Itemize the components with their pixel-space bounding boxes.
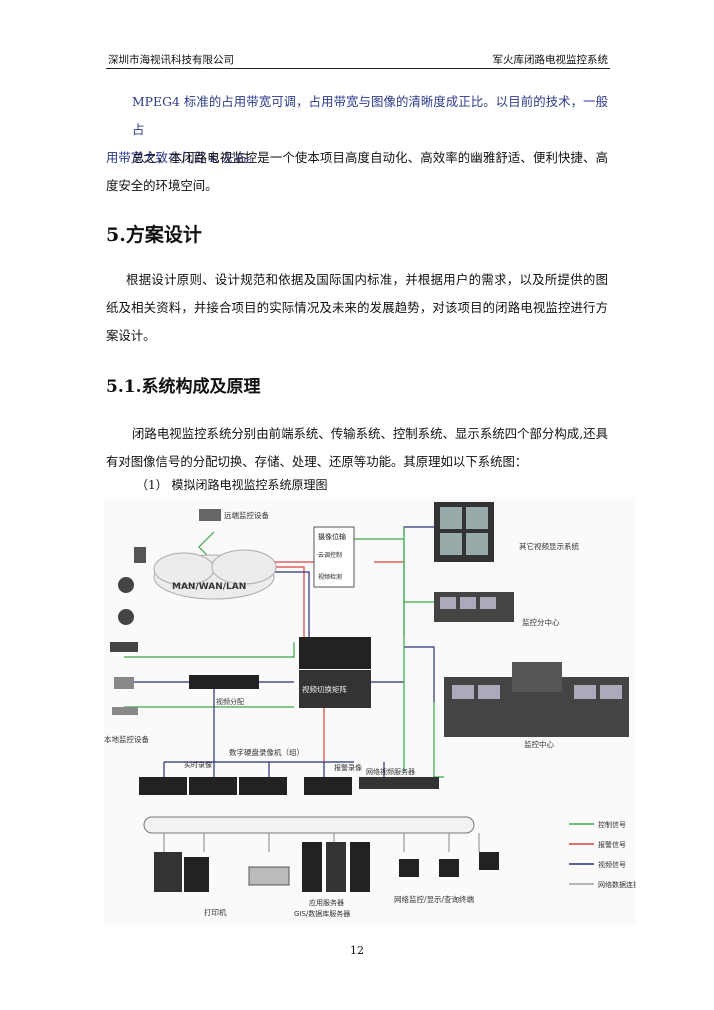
client-pc-3 [479, 852, 499, 870]
network-video-server: 网络视频服务器 [359, 767, 439, 789]
monitoring-center: 监控中心 [444, 662, 629, 749]
lan-bus [143, 816, 475, 834]
remote-cameras: 远端监控设备 [134, 509, 269, 563]
remote-camera-icon [199, 509, 221, 521]
printer-icon-3 [248, 866, 290, 886]
paragraph-summary: 总之，本闭路电视监控是一个使本项目高度自动化、高效率的幽雅舒适、便利快捷、高度安… [106, 150, 608, 193]
dvr-unit-3 [239, 777, 287, 795]
dome-camera-icon [118, 577, 134, 593]
header-doc-title: 军火库闭路电视监控系统 [492, 54, 609, 66]
center-rack-icon [512, 662, 562, 692]
camera-info-box: 摄像位输 云调控制 视频检测 [313, 526, 355, 588]
connection-lines [124, 526, 444, 778]
center-screen-2 [478, 685, 500, 699]
remote-label: 远端监控设备 [224, 510, 269, 520]
distributor-label: 视频分配 [216, 697, 244, 706]
console-screen-2 [460, 597, 476, 609]
printer-icon-1 [154, 852, 182, 892]
center-label: 监控中心 [524, 739, 554, 749]
client-label: 网络监控/显示/查询终端 [394, 894, 475, 904]
satellite-icon [134, 547, 146, 563]
dvr-group: 数字硬盘录像机（组） 实时录像 报警录像 [139, 747, 362, 795]
cctv-system-diagram: MAN/WAN/LAN 远端监控设备 本地监控设备 摄像位输 云调控制 视频检测… [104, 497, 640, 925]
client-pc-2 [439, 859, 459, 877]
console-label: 监控分中心 [522, 617, 560, 627]
cloud-puff-right [211, 549, 277, 585]
diagram-legend: 控制信号 报警信号 视频信号 网络数据连接 [569, 820, 640, 889]
heading-section-5: 5.方案设计 [106, 224, 202, 246]
center-screen-3 [574, 685, 596, 699]
server-tower-1 [302, 842, 322, 892]
center-screen-4 [600, 685, 622, 699]
client-pc-1 [399, 859, 419, 877]
network-backbone [143, 816, 480, 852]
other-display-system: 其它视频显示系统 [434, 502, 579, 562]
local-label: 本地监控设备 [104, 734, 149, 744]
alarm-record-label: 报警录像 [334, 763, 362, 772]
client-terminals: 网络监控/显示/查询终端 [394, 852, 499, 904]
console-screen-3 [480, 597, 496, 609]
legend-alarm-label: 报警信号 [598, 840, 626, 849]
gis-label-line1: 应用服务器 [309, 898, 344, 907]
center-screen-1 [452, 685, 474, 699]
dvr-label: 数字硬盘录像机（组） [229, 747, 304, 757]
paragraph-bandwidth: MPEG4 标准的占用带宽可调，占用带宽与图像的清晰度成正比。以目前的技术，一般… [106, 88, 608, 172]
legend-video-label: 视频信号 [598, 860, 626, 869]
box-camera-icon [110, 642, 138, 652]
monitor-screen-4 [466, 533, 488, 555]
header-rule [106, 68, 610, 69]
server-tower-2 [326, 842, 346, 892]
gis-servers: 应用服务器 GIS/数据库服务器 [294, 842, 370, 918]
realtime-label: 实时录像 [184, 760, 212, 769]
paragraph-system-composition: 闭路电视监控系统分别由前端系统、传输系统、控制系统、显示系统四个部分构成,还具有… [106, 426, 608, 469]
printers: 打印机 [154, 852, 290, 917]
paragraph-bandwidth-line1: MPEG4 标准的占用带宽可调，占用带宽与图像的清晰度成正比。以目前的技术，一般… [132, 94, 608, 137]
dvr-unit-2 [189, 777, 237, 795]
printer-label: 打印机 [204, 907, 227, 917]
legend-control-label: 控制信号 [598, 820, 626, 829]
dome-camera-icon-2 [118, 609, 134, 625]
cloud-label: MAN/WAN/LAN [172, 582, 246, 592]
paragraph-bandwidth-line2: 用带宽大致在几百 K 左右。 [106, 150, 260, 165]
page-number: 12 [350, 944, 364, 957]
matrix-to-center-video [404, 646, 435, 702]
header-company: 深圳市海视讯科技有限公司 [108, 54, 234, 66]
gis-label-line2: GIS/数据库服务器 [294, 909, 350, 918]
cloud-puff-left [153, 552, 215, 586]
paragraph-design: 根据设计原则、设计规范和依据及国际国内标准，并根据用户的需求，以及所提供的图纸及… [106, 272, 608, 343]
printer-icon-2 [184, 857, 209, 892]
matrix-label: 视频切换矩阵 [302, 684, 347, 694]
figure-caption: （1） 模拟闭路电视监控系统原理图 [136, 478, 328, 492]
video-distributor: 视频分配 [189, 675, 259, 706]
ptz-control-label: 云调控制 [318, 551, 342, 559]
legend-network-label: 网络数据连接 [598, 880, 636, 889]
monitor-screen-2 [466, 507, 488, 529]
network-cloud: MAN/WAN/LAN [153, 549, 277, 600]
camera-info-frame [313, 526, 355, 588]
server-tower-3 [350, 842, 370, 892]
dvr-unit-4 [304, 777, 352, 795]
local-cameras: 本地监控设备 [104, 577, 149, 744]
distributor-unit [189, 675, 259, 689]
box-camera-icon-2 [114, 677, 134, 689]
control-subcenter: 监控分中心 [434, 592, 560, 627]
video-server-label: 网络视频服务器 [366, 767, 415, 776]
matrix-unit-top [299, 637, 371, 669]
matrix-unit-bottom [299, 670, 371, 708]
console-screen-1 [440, 597, 456, 609]
other-display-label: 其它视频显示系统 [519, 541, 579, 551]
video-line-top [264, 571, 310, 647]
monitor-screen-3 [440, 533, 462, 555]
monitor-screen-1 [440, 507, 462, 529]
video-server-icon [359, 777, 439, 789]
heading-section-5-1: 5.1.系统构成及原理 [106, 377, 261, 397]
video-detect-label: 视频检测 [318, 573, 342, 581]
box-camera-icon-3 [112, 707, 138, 715]
dvr-drops [163, 762, 325, 777]
matrix-switcher: 视频切换矩阵 [299, 637, 371, 708]
dvr-unit-1 [139, 777, 187, 795]
camera-info-label: 摄像位输 [318, 532, 346, 541]
camera-control-line [124, 642, 295, 658]
